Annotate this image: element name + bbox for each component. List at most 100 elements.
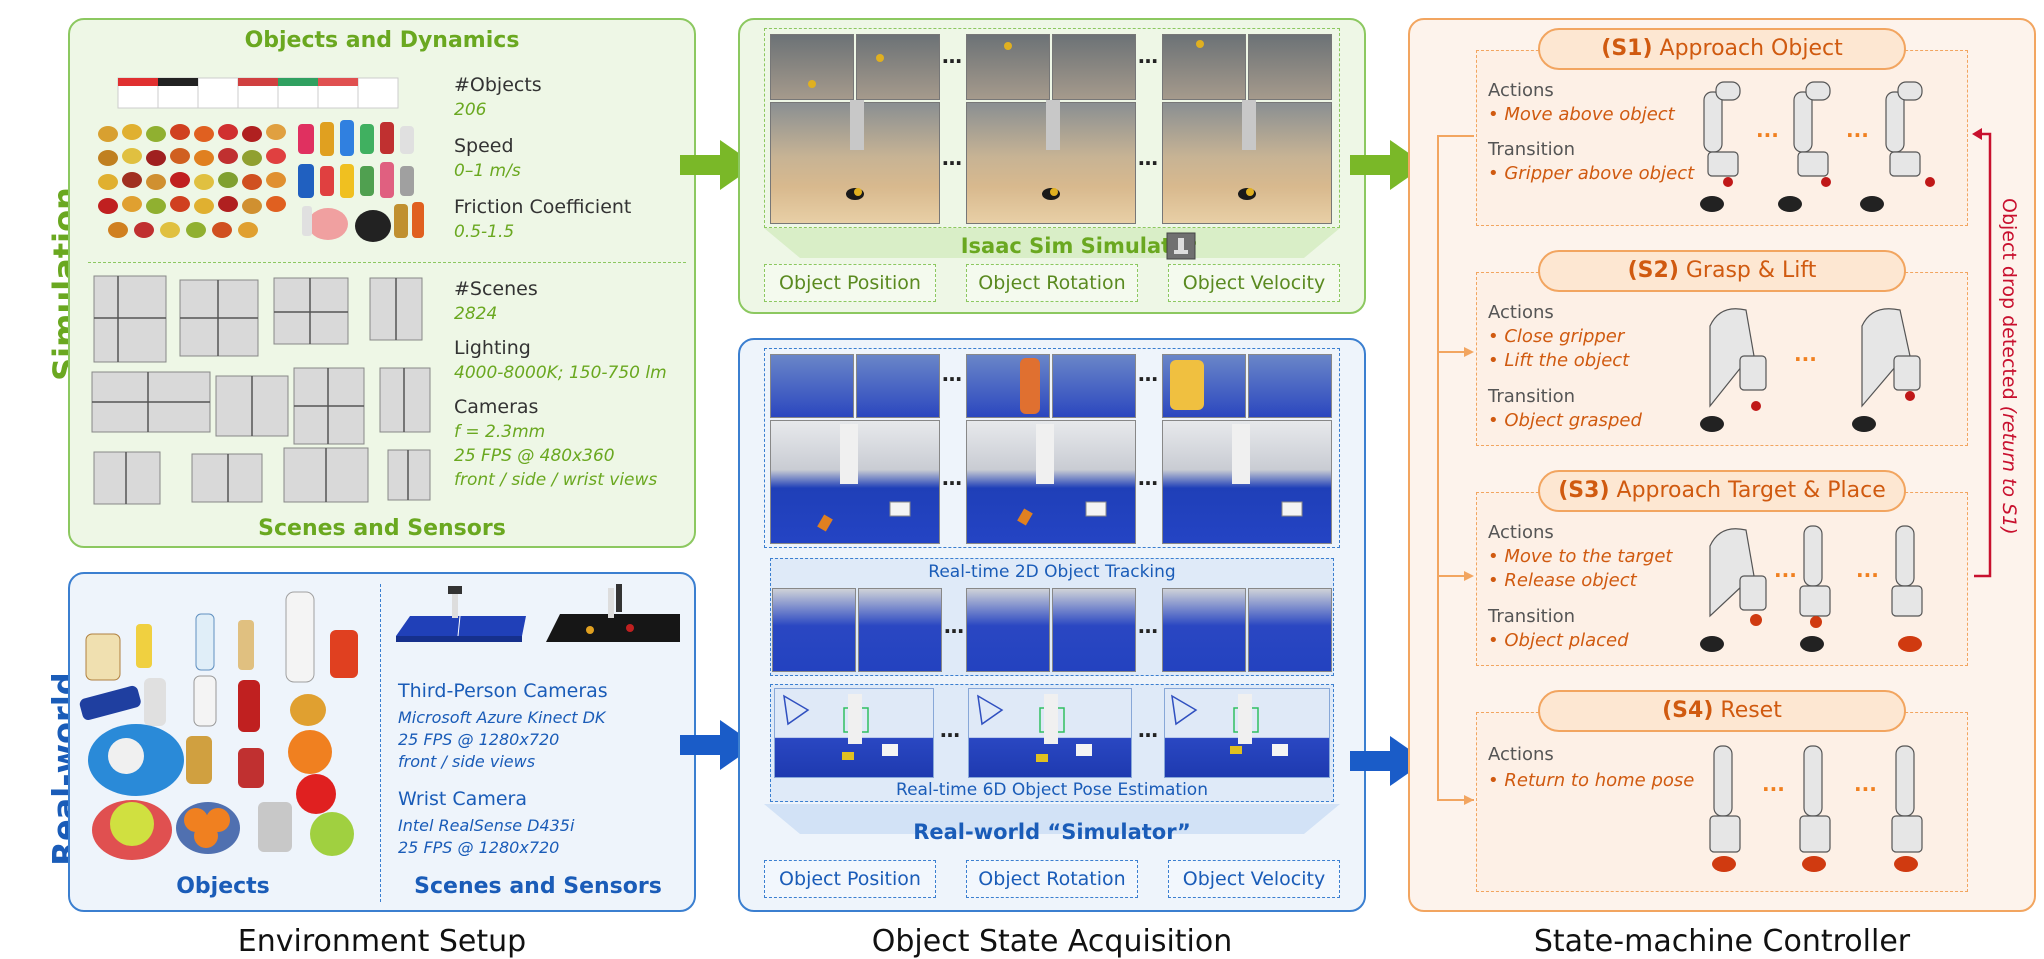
state-s3-title: (S3) Approach Target & Place (1538, 470, 1906, 512)
cameras-fps-value: 25 FPS @ 480x360 (454, 446, 615, 466)
caption-state-machine-controller: State-machine Controller (1533, 924, 1911, 959)
tracking-label: Real-time 2D Object Tracking (928, 562, 1176, 582)
third-person-fps-value: 25 FPS @ 1280x720 (398, 730, 560, 749)
sim-frames-funnel (764, 228, 1340, 258)
objects-count-value: 206 (454, 100, 487, 120)
sim-frame-2-side (1052, 34, 1136, 100)
state-s1-transition-1: • Gripper above object (1488, 163, 1694, 184)
pose-label: Real-time 6D Object Pose Estimation (896, 780, 1208, 800)
s2-robot-illustration: ··· (1700, 308, 1921, 432)
real-divider (380, 584, 381, 902)
cameras-focal-value: f = 2.3mm (454, 422, 546, 442)
real-frame-1-front (770, 354, 854, 418)
drop-feedback-arrow (1972, 128, 1992, 578)
bullet: • (1488, 104, 1499, 125)
state-s1-actions-label: Actions (1488, 80, 1554, 101)
state-s4-id: (S4) (1662, 698, 1714, 723)
state-s1-transition-label: Transition (1488, 139, 1576, 160)
sim-flow-arrow (680, 140, 756, 190)
state-s4-action-1: • Return to home pose (1488, 770, 1694, 791)
svg-text:···: ··· (1762, 777, 1785, 801)
tracking-frame-3b (1248, 588, 1332, 672)
state-s3-action-text: Move to the target (1504, 546, 1673, 567)
state-s2-actions-label: Actions (1488, 302, 1554, 323)
real-object-rotation-box: Object Rotation (966, 860, 1138, 898)
sim-frame-overlays (808, 40, 1256, 200)
state-s2-action-text: Lift the object (1504, 350, 1630, 371)
caption-environment-setup: Environment Setup (237, 924, 527, 959)
state-s2-title: (S2) Grasp & Lift (1538, 250, 1906, 292)
real-frame-1-side (856, 354, 940, 418)
bullet: • (1488, 163, 1499, 184)
tracking-frame-3a (1162, 588, 1246, 672)
third-person-cameras-label: Third-Person Cameras (398, 680, 608, 702)
cameras-label: Cameras (454, 396, 539, 418)
state-s1-title: (S1) Approach Object (1538, 28, 1906, 70)
ellipsis: … (1138, 718, 1158, 742)
state-s1-action-text: Move above object (1504, 104, 1675, 125)
cameras-views-value: front / side / wrist views (454, 470, 658, 490)
tracking-frame-1a (772, 588, 856, 672)
state-s2-name: Grasp & Lift (1685, 258, 1817, 283)
objects-count-label: #Objects (454, 74, 542, 96)
svg-text:···: ··· (1846, 123, 1869, 147)
wrist-camera-model-value: Intel RealSense D435i (398, 816, 575, 835)
sim-frame-1-side (856, 34, 940, 100)
isaac-sim-icon (1166, 232, 1196, 260)
svg-text:···: ··· (1774, 563, 1797, 587)
state-s2-transition-1: • Object grasped (1488, 410, 1642, 431)
state-s1-transition-text: Gripper above object (1504, 163, 1695, 184)
state-s4-action-text: Return to home pose (1504, 770, 1695, 791)
real-world-simulator-title: Real-world “Simulator” (913, 820, 1191, 844)
s4-robot-illustration: ··· ··· (1709, 745, 1923, 872)
ellipsis: … (1138, 614, 1158, 638)
s3-robot-illustration-drawing: ··· ··· (1700, 525, 1923, 652)
state-s4-title: (S4) Reset (1538, 690, 1906, 732)
state-s1-action-1: • Move above object (1488, 104, 1675, 125)
bullet: • (1488, 546, 1499, 567)
state-s3-transition-1: • Object placed (1488, 630, 1629, 651)
wrist-camera-label: Wrist Camera (398, 788, 527, 810)
state-s2-action-text: Close gripper (1504, 326, 1625, 347)
state-s2-action-1: • Close gripper (1488, 326, 1624, 347)
sim-object-velocity-box: Object Velocity (1168, 264, 1340, 302)
sim-scenes-image (91, 275, 431, 505)
sim-frame-3-front (1162, 34, 1246, 100)
tracking-frame-1b (858, 588, 942, 672)
sim-to-controller-arrow (1350, 140, 1426, 190)
drop-detected-text: Object drop detected (1998, 198, 2020, 400)
state-s3-transition-text: Object placed (1504, 630, 1629, 651)
third-person-views-value: front / side views (398, 752, 536, 771)
bullet: • (1488, 630, 1499, 651)
drop-detected-label: Object drop detected (return to S1) (1990, 198, 2020, 535)
caption-object-state-acquisition: Object State Acquisition (871, 924, 1233, 959)
real-frames-container (764, 348, 1340, 548)
state-s4-actions-label: Actions (1488, 744, 1554, 765)
objects-dynamics-title: Objects and Dynamics (244, 28, 520, 53)
scenes-count-value: 2824 (454, 304, 498, 324)
sim-object-rotation-box: Object Rotation (966, 264, 1138, 302)
s1-robot-illustration: ··· ··· (1700, 81, 1935, 212)
speed-label: Speed (454, 135, 514, 157)
state-s2-transition-text: Object grasped (1504, 410, 1642, 431)
state-s2-id: (S2) (1627, 258, 1679, 283)
state-s1-id: (S1) (1601, 36, 1653, 61)
real-objects-image (78, 580, 368, 866)
sim-frame-1-front (770, 34, 854, 100)
real-flow-arrow (680, 720, 756, 770)
state-bracket (1437, 135, 1474, 805)
ellipsis: … (944, 614, 964, 638)
svg-text:···: ··· (1756, 123, 1779, 147)
bullet: • (1488, 770, 1499, 791)
lighting-label: Lighting (454, 337, 531, 359)
state-s3-actions-label: Actions (1488, 522, 1554, 543)
sim-scenes-sensors-title: Scenes and Sensors (258, 516, 506, 541)
wrist-camera-fps-value: 25 FPS @ 1280x720 (398, 838, 560, 857)
real-frame-overlays (817, 358, 1303, 532)
real-object-velocity-box: Object Velocity (1168, 860, 1340, 898)
real-to-controller-arrow (1350, 736, 1426, 786)
real-scenes-image (396, 584, 680, 642)
real-frame-3-side (1248, 354, 1332, 418)
return-to-s1-text: (return to S1) (1998, 405, 2020, 535)
real-object-position-box: Object Position (764, 860, 936, 898)
